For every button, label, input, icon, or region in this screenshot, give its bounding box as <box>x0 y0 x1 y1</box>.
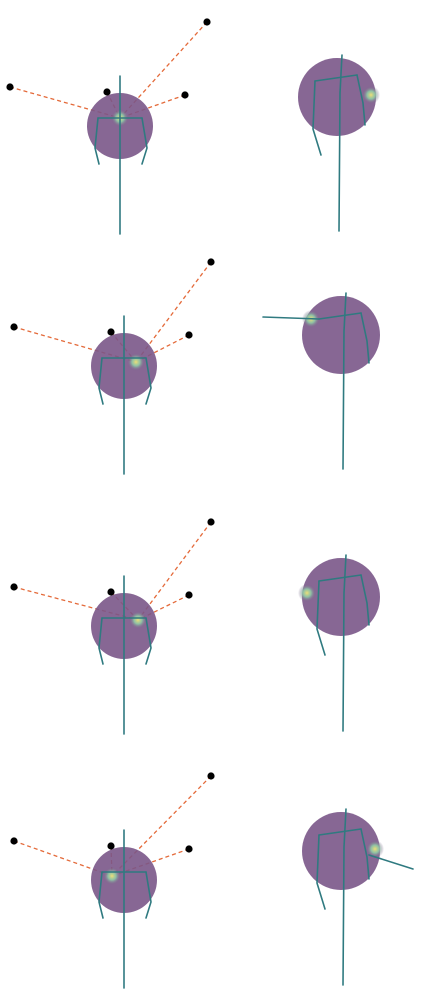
camera-point <box>6 83 14 91</box>
right-arm <box>145 617 152 665</box>
right-arm <box>145 357 152 405</box>
skeleton <box>98 829 152 989</box>
heat-spot <box>127 353 145 371</box>
left-arm-extended <box>262 316 320 320</box>
heat-spot <box>362 86 380 104</box>
right-view <box>298 554 380 732</box>
camera-point <box>10 583 18 591</box>
panel-row-2 <box>10 258 380 475</box>
shoulders <box>318 828 362 836</box>
heat-spot <box>129 611 147 629</box>
spine <box>342 808 347 986</box>
heat-spot <box>103 867 121 885</box>
camera-point <box>207 258 215 266</box>
camera-point <box>185 845 193 853</box>
panel-row-4 <box>10 772 414 989</box>
right-arm <box>141 117 148 165</box>
skeleton <box>316 554 370 732</box>
camera-point <box>10 323 18 331</box>
spine <box>342 554 347 732</box>
camera-point <box>107 588 115 596</box>
camera-point <box>103 88 111 96</box>
left-arm <box>98 357 104 405</box>
camera-point <box>207 772 215 780</box>
left-arm <box>316 580 326 656</box>
camera-point <box>185 591 193 599</box>
heat-spot <box>298 584 316 602</box>
right-arm <box>360 574 370 626</box>
sphere <box>302 558 380 636</box>
camera-point <box>203 18 211 26</box>
panel-row-1 <box>6 18 380 235</box>
camera-point <box>10 837 18 845</box>
camera-ray <box>137 594 190 621</box>
right-arm <box>145 871 152 919</box>
camera-point <box>107 328 115 336</box>
left-arm <box>98 871 104 919</box>
skeleton <box>316 808 414 986</box>
right-view <box>302 808 414 986</box>
skeleton <box>94 75 148 235</box>
shoulders <box>318 312 362 320</box>
panel-row-3 <box>10 518 380 735</box>
right-view <box>262 292 380 470</box>
camera-point <box>181 91 189 99</box>
left-view <box>6 18 211 235</box>
left-view <box>10 258 215 475</box>
spine <box>342 292 347 470</box>
left-arm <box>98 617 104 665</box>
camera-ray <box>137 521 212 621</box>
sphere <box>302 296 380 374</box>
left-view <box>10 518 215 735</box>
skeleton <box>312 54 366 232</box>
heat-spot <box>366 840 384 858</box>
right-arm <box>360 828 370 880</box>
right-arm-extended <box>368 854 414 870</box>
left-arm <box>312 80 322 156</box>
right-arm <box>360 312 370 364</box>
sphere <box>302 812 380 890</box>
right-arm <box>356 74 366 126</box>
spine <box>338 54 343 232</box>
camera-ray <box>111 775 212 877</box>
left-arm <box>94 117 100 165</box>
left-view <box>10 772 215 989</box>
skeleton <box>262 292 370 470</box>
skeleton <box>98 575 152 735</box>
camera-ray <box>9 86 121 119</box>
camera-point <box>185 331 193 339</box>
left-arm <box>316 834 326 910</box>
right-view <box>298 54 380 232</box>
shoulders <box>318 574 362 582</box>
sphere <box>298 58 376 136</box>
camera-point <box>107 842 115 850</box>
shoulders <box>314 74 358 82</box>
camera-point <box>207 518 215 526</box>
skeleton <box>98 315 152 475</box>
